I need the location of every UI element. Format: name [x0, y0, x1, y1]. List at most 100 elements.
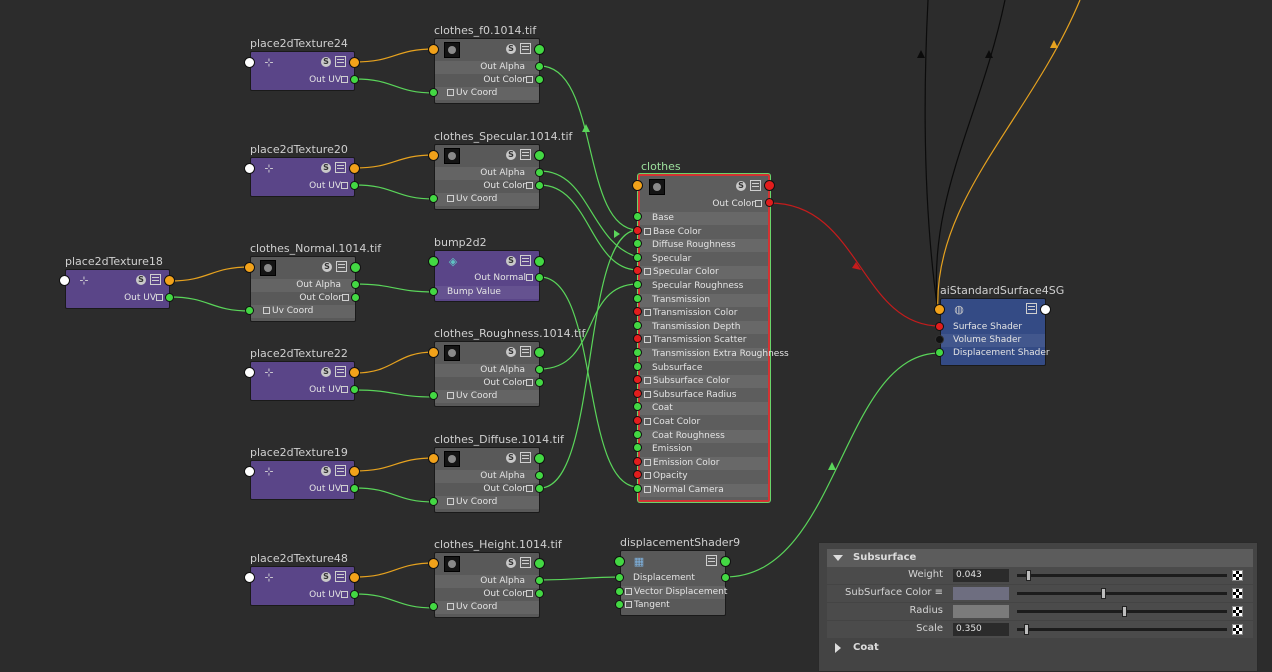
- slider-track[interactable]: [1017, 628, 1227, 631]
- node-body[interactable]: ⊹ S Out UV: [250, 566, 355, 606]
- node-menu-icon[interactable]: [520, 557, 531, 568]
- expand-icon[interactable]: [526, 485, 533, 492]
- expand-icon[interactable]: [644, 309, 651, 317]
- color-swatch[interactable]: [953, 605, 1009, 618]
- expand-icon[interactable]: [342, 294, 349, 301]
- node-place2dtexture24[interactable]: place2dTexture24 ⊹ S Out UV: [244, 37, 360, 91]
- node-menu-icon[interactable]: [335, 465, 346, 476]
- node-body[interactable]: ⊹ S Out UV: [65, 269, 170, 309]
- out-uv-port[interactable]: [350, 484, 359, 493]
- shader-attr-port[interactable]: [633, 416, 642, 425]
- expand-icon[interactable]: [625, 601, 632, 608]
- shader-attr-port[interactable]: [633, 307, 642, 317]
- shader-attr-port[interactable]: [633, 252, 642, 262]
- node-menu-icon[interactable]: [335, 56, 346, 67]
- input-port[interactable]: [428, 44, 439, 55]
- input-port[interactable]: [244, 466, 255, 477]
- expand-icon[interactable]: [644, 472, 651, 480]
- node-body[interactable]: ⊹ S Out UV: [250, 460, 355, 500]
- expand-icon[interactable]: [341, 386, 348, 393]
- slider-handle[interactable]: [1101, 588, 1106, 599]
- shader-attr-port[interactable]: [633, 429, 642, 439]
- node-place2dtexture19[interactable]: place2dTexture19 ⊹ S Out UV: [244, 446, 360, 500]
- output-port[interactable]: [720, 556, 731, 567]
- expand-icon[interactable]: [526, 590, 533, 597]
- surface-shader-port[interactable]: [935, 322, 944, 331]
- input-port[interactable]: [244, 163, 255, 174]
- shader-attr-port[interactable]: [633, 212, 642, 221]
- value-field[interactable]: 0.043: [953, 569, 1009, 582]
- swatch-badge-icon[interactable]: S: [506, 150, 516, 160]
- out-color-port[interactable]: [535, 484, 544, 493]
- node-menu-icon[interactable]: [335, 162, 346, 173]
- output-port[interactable]: [350, 262, 361, 273]
- node-menu-icon[interactable]: [520, 149, 531, 160]
- swatch-badge-icon[interactable]: S: [136, 275, 146, 285]
- node-place2dtexture20[interactable]: place2dTexture20 ⊹ S Out UV: [244, 143, 360, 197]
- expand-icon[interactable]: [644, 458, 651, 466]
- swatch-badge-icon[interactable]: S: [506, 453, 516, 463]
- swatch-badge-icon[interactable]: S: [321, 572, 331, 582]
- input-port[interactable]: [428, 150, 439, 161]
- expand-icon[interactable]: [341, 485, 348, 492]
- node-bump2d2[interactable]: bump2d2 ◈ S Out Normal Bump Value: [428, 236, 545, 302]
- out-uv-port[interactable]: [165, 293, 174, 302]
- node-menu-icon[interactable]: [520, 346, 531, 357]
- out-color-port[interactable]: [535, 75, 544, 84]
- collapse-arrow-icon[interactable]: [833, 555, 843, 561]
- node-menu-icon[interactable]: [520, 452, 531, 463]
- swatch-badge-icon[interactable]: S: [506, 256, 516, 266]
- shader-attr-port[interactable]: [633, 456, 642, 466]
- node-body[interactable]: ⊹ S Out UV: [250, 361, 355, 401]
- output-port[interactable]: [349, 367, 360, 378]
- input-port[interactable]: [614, 556, 625, 567]
- expand-icon[interactable]: [341, 591, 348, 598]
- shader-attr-port[interactable]: [633, 402, 642, 412]
- output-port[interactable]: [534, 44, 545, 55]
- input-port[interactable]: [428, 256, 439, 267]
- shader-attr-port[interactable]: [633, 470, 642, 480]
- input-port[interactable]: [244, 572, 255, 583]
- slider-handle[interactable]: [1122, 606, 1127, 617]
- swatch-badge-icon[interactable]: S: [321, 367, 331, 377]
- expand-icon[interactable]: [644, 486, 651, 493]
- out-color-port[interactable]: [351, 293, 360, 302]
- displacement-input-port[interactable]: [615, 573, 624, 582]
- shader-attr-port[interactable]: [633, 320, 642, 330]
- out-alpha-port[interactable]: [535, 471, 544, 480]
- expand-icon[interactable]: [447, 498, 454, 505]
- node-menu-icon[interactable]: [1026, 303, 1037, 314]
- input-port[interactable]: [632, 180, 643, 191]
- out-color-port[interactable]: [535, 589, 544, 598]
- volume-shader-port[interactable]: [935, 335, 944, 344]
- node-place2dtexture22[interactable]: place2dTexture22 ⊹ S Out UV: [244, 347, 360, 401]
- expand-icon[interactable]: [644, 377, 651, 385]
- out-color-port[interactable]: [535, 378, 544, 387]
- expand-icon[interactable]: [644, 227, 651, 235]
- input-port[interactable]: [934, 304, 945, 315]
- value-field[interactable]: 0.350: [953, 623, 1009, 636]
- node-aistandardsurface4sg[interactable]: aiStandardSurface4SG ◍ Surface Shader Vo…: [934, 284, 1064, 366]
- node-body[interactable]: ⊹ S Out UV: [250, 157, 355, 197]
- expand-icon[interactable]: [526, 182, 533, 189]
- expand-icon[interactable]: [526, 274, 533, 281]
- expand-icon[interactable]: [625, 588, 632, 595]
- section-header-coat[interactable]: Coat: [827, 639, 1253, 657]
- node-menu-icon[interactable]: [335, 366, 346, 377]
- expand-icon[interactable]: [644, 418, 651, 425]
- out-uv-port[interactable]: [350, 181, 359, 190]
- shader-attr-port[interactable]: [633, 239, 642, 249]
- node-body[interactable]: ◈ S Out Normal Bump Value: [434, 250, 540, 302]
- expand-icon[interactable]: [447, 603, 454, 610]
- swatch-badge-icon[interactable]: S: [322, 262, 332, 272]
- expand-icon[interactable]: [447, 392, 454, 399]
- slider-track[interactable]: [1017, 574, 1227, 577]
- node-menu-icon[interactable]: [520, 43, 531, 54]
- shader-attr-port[interactable]: [633, 443, 642, 453]
- slider-track[interactable]: [1017, 592, 1227, 595]
- uv-coord-port[interactable]: [429, 88, 438, 97]
- input-port[interactable]: [59, 275, 70, 286]
- shader-attr-port[interactable]: [633, 375, 642, 385]
- expand-icon[interactable]: [644, 336, 651, 344]
